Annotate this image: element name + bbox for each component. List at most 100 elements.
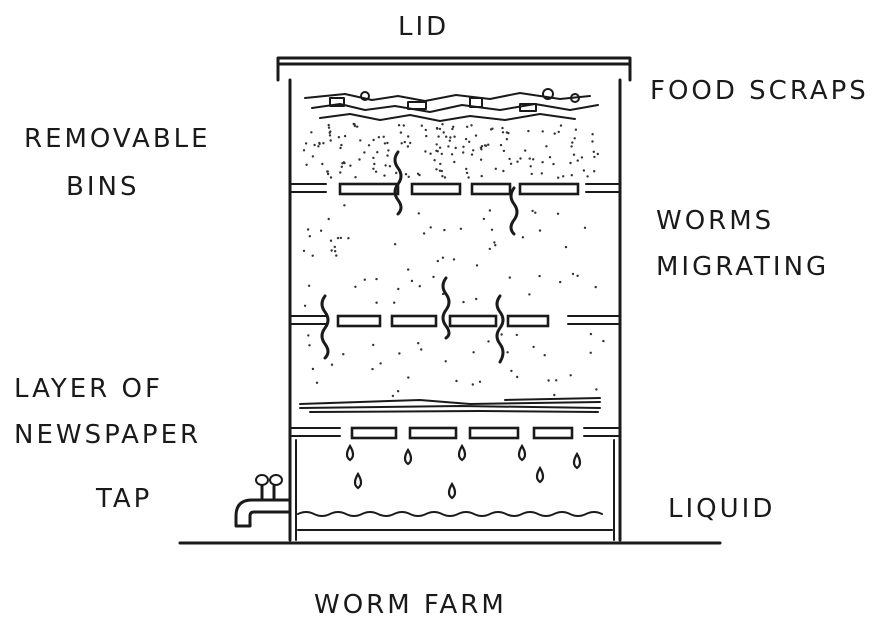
bedding-dot <box>462 301 464 303</box>
bedding-dot <box>491 229 493 231</box>
bedding-dot <box>475 298 477 300</box>
worm <box>443 278 449 338</box>
bedding-dot <box>583 169 585 171</box>
bedding-dot <box>307 334 309 336</box>
bedding-dot <box>507 132 509 134</box>
bedding-dot <box>407 268 409 270</box>
bedding-dots-middle <box>303 204 597 307</box>
bedding-dot <box>581 156 583 158</box>
bedding-dot <box>432 276 434 278</box>
bedding-dot <box>584 227 586 229</box>
bedding-dot <box>528 293 530 295</box>
bedding-dot <box>595 388 597 390</box>
bedding-dot <box>429 153 431 155</box>
bedding-dot <box>553 394 555 396</box>
bedding-dot <box>597 153 599 155</box>
bedding-dot <box>408 176 410 178</box>
bedding-dot <box>418 212 420 214</box>
bedding-dot <box>501 127 503 129</box>
bedding-dot <box>405 173 407 175</box>
bedding-dot <box>484 144 486 146</box>
bedding-dot <box>575 129 577 131</box>
bedding-dot <box>411 280 413 282</box>
bedding-dot <box>437 260 439 262</box>
bedding-dot <box>480 159 482 161</box>
bedding-dot <box>534 212 536 214</box>
bedding-dot <box>500 144 502 146</box>
bedding-dot <box>358 158 360 160</box>
bedding-dot <box>452 126 454 128</box>
bedding-dot <box>328 127 330 129</box>
bedding-dot <box>571 174 573 176</box>
bedding-dot <box>593 156 595 158</box>
bedding-dot <box>591 140 593 142</box>
food-scraps-label: FOOD SCRAPS <box>650 76 869 106</box>
bedding-dot <box>384 142 386 144</box>
bedding-dot <box>502 170 504 172</box>
bedding-dot <box>510 163 512 165</box>
liquid-drops <box>347 446 580 498</box>
bedding-dot <box>403 124 405 126</box>
bedding-dot <box>524 149 526 151</box>
bedding-dot <box>554 132 556 134</box>
bedding-dot <box>538 275 540 277</box>
bedding-dot <box>376 151 378 153</box>
bedding-dot <box>570 374 572 376</box>
bedding-dot <box>312 255 314 257</box>
bedding-dot <box>354 286 356 288</box>
bedding-dot <box>441 123 443 125</box>
bedding-dot <box>465 138 467 140</box>
bedding-dot <box>308 285 310 287</box>
worms-migrating-label-line2: MIGRATING <box>656 252 829 282</box>
bedding-dot <box>308 344 310 346</box>
food-scraps-layer <box>305 89 598 121</box>
bedding-dot <box>539 229 541 231</box>
bedding-dot <box>303 250 305 252</box>
bedding-dot <box>475 134 477 136</box>
bedding-dot <box>328 218 330 220</box>
bedding-dot <box>425 135 427 137</box>
bedding-dot <box>304 305 306 307</box>
bedding-dot <box>559 281 561 283</box>
lid-label: LID <box>398 12 449 42</box>
bedding-dot <box>443 131 445 133</box>
bedding-dot <box>394 243 396 245</box>
bedding-dot <box>342 353 344 355</box>
bedding-dot <box>363 151 365 153</box>
bedding-dot <box>590 333 592 335</box>
bedding-dot <box>549 156 551 158</box>
bedding-dot <box>447 145 449 147</box>
bedding-dot <box>476 264 478 266</box>
bedding-dot <box>552 163 554 165</box>
bedding-dot <box>516 376 518 378</box>
bedding-dot <box>372 157 374 159</box>
bedding-dot <box>541 172 543 174</box>
bedding-dot <box>339 171 341 173</box>
bedding-dot <box>409 142 411 144</box>
bedding-dot <box>487 144 489 146</box>
bedding-dot <box>417 342 419 344</box>
bedding-dot <box>466 126 468 128</box>
bedding-dot <box>340 144 342 146</box>
bedding-dot <box>506 351 508 353</box>
bedding-dots-top <box>303 123 599 179</box>
bedding-dot <box>590 352 592 354</box>
bedding-dot <box>354 176 356 178</box>
bedding-dot <box>371 368 373 370</box>
bedding-dot <box>375 302 377 304</box>
bedding-dot <box>303 149 305 151</box>
bedding-dot <box>480 148 482 150</box>
bedding-dot <box>364 279 366 281</box>
bedding-dot <box>435 168 437 170</box>
bedding-dot <box>320 230 322 232</box>
bedding-dots-lower <box>307 333 605 397</box>
bedding-dot <box>437 135 439 137</box>
shelf-bottom <box>290 428 620 438</box>
bedding-dot <box>500 333 502 335</box>
bedding-dot <box>530 165 532 167</box>
bedding-dot <box>359 139 361 141</box>
bedding-dot <box>386 154 388 156</box>
bedding-dot <box>519 157 521 159</box>
bedding-dot <box>490 128 492 130</box>
removable-bins-label-line1: REMOVABLE <box>24 124 211 154</box>
